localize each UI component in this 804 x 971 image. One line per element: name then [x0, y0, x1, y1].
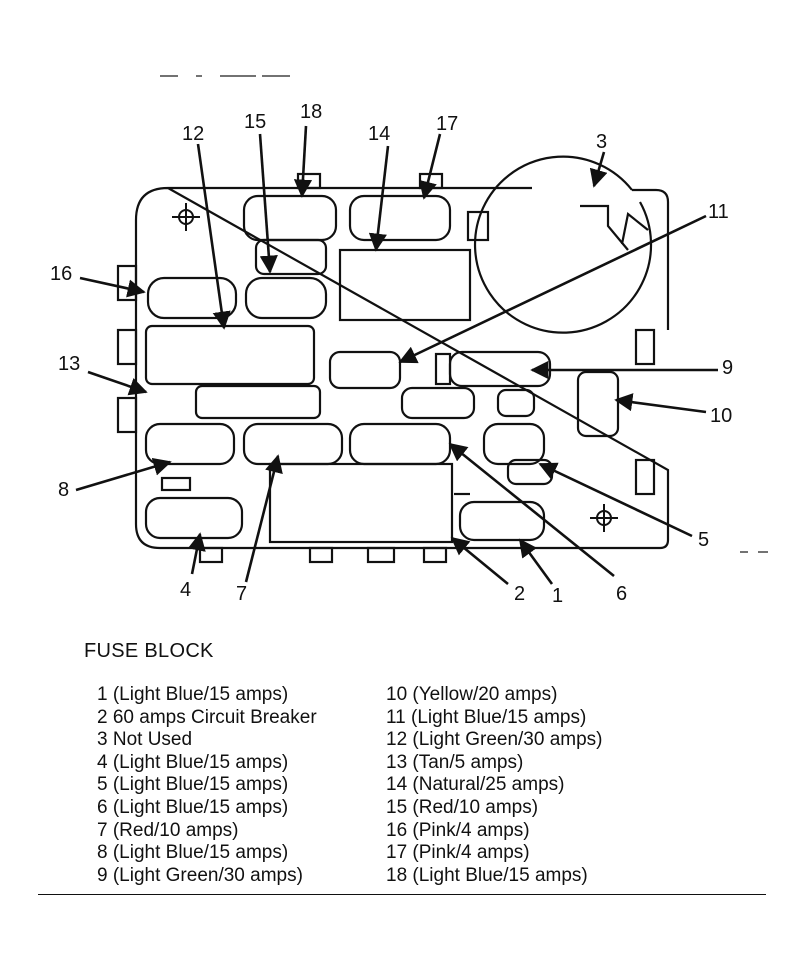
arrow-16	[79, 276, 146, 298]
arrow-2	[450, 536, 509, 586]
fuse-slots	[144, 194, 620, 544]
scan-marks	[160, 75, 768, 553]
legend-item: 15 (Red/10 amps)	[386, 796, 539, 818]
arrow-8	[75, 457, 172, 492]
callout-3: 3	[596, 131, 607, 153]
arrow-4	[187, 532, 206, 575]
legend-right-column: 10 (Yellow/20 amps) 11 (Light Blue/15 am…	[386, 684, 603, 887]
legend-item: 13 (Tan/5 amps)	[386, 751, 524, 773]
legend-item: 3 Not Used	[97, 729, 193, 751]
legend-item: 9 (Light Green/30 amps)	[97, 864, 303, 886]
callout-11: 11	[708, 201, 729, 223]
legend-item: 4 (Light Blue/15 amps)	[97, 751, 289, 773]
legend-item: 18 (Light Blue/15 amps)	[386, 864, 588, 886]
arrow-12	[196, 143, 231, 330]
arrow-7	[244, 454, 283, 583]
callout-7: 7	[236, 583, 247, 605]
legend-item: 8 (Light Blue/15 amps)	[97, 842, 289, 864]
callout-arrows	[75, 125, 718, 586]
arrow-5	[538, 462, 693, 538]
arrow-18	[293, 125, 313, 198]
callout-18: 18	[300, 101, 322, 123]
diagram-title: FUSE BLOCK	[84, 640, 214, 662]
callout-15: 15	[244, 111, 266, 133]
callout-10: 10	[710, 405, 732, 427]
callout-5: 5	[698, 529, 709, 551]
legend-item: 5 (Light Blue/15 amps)	[97, 774, 289, 796]
arrow-14	[368, 145, 390, 252]
fuse-block-diagram: 1 2 3 4 5 6 7 8 9 10 11 12 13 14 15 16 1…	[50, 75, 768, 607]
arrow-6	[448, 442, 615, 578]
callout-9: 9	[722, 357, 733, 379]
callout-1: 1	[552, 585, 563, 607]
mounting-hole-right	[590, 504, 618, 532]
legend-item: 6 (Light Blue/15 amps)	[97, 796, 289, 818]
bottom-divider	[38, 894, 766, 895]
legend-left-column: 1 (Light Blue/15 amps) 2 60 amps Circuit…	[97, 684, 317, 887]
callout-6: 6	[616, 583, 627, 605]
arrow-11	[398, 214, 707, 364]
legend-item: 12 (Light Green/30 amps)	[386, 729, 603, 751]
callout-17: 17	[436, 113, 458, 135]
legend-item: 1 (Light Blue/15 amps)	[97, 684, 289, 705]
callout-13: 13	[58, 353, 80, 375]
arrow-1	[518, 538, 554, 585]
arrow-17	[419, 133, 442, 200]
arrow-3	[589, 151, 608, 188]
legend-item: 2 60 amps Circuit Breaker	[97, 706, 317, 728]
fuse-block-housing	[116, 172, 670, 564]
callout-4: 4	[180, 579, 191, 601]
callout-12: 12	[182, 123, 204, 145]
legend-item: 7 (Red/10 amps)	[97, 819, 239, 841]
arrow-15	[258, 133, 278, 274]
callout-8: 8	[58, 479, 69, 501]
callout-14: 14	[368, 123, 390, 145]
legend-item: 16 (Pink/4 amps)	[386, 819, 530, 841]
callout-16: 16	[50, 263, 72, 285]
mounting-hole-left	[172, 203, 200, 231]
arrow-13	[87, 370, 148, 396]
legend-item: 11 (Light Blue/15 amps)	[386, 706, 587, 728]
legend-item: 10 (Yellow/20 amps)	[386, 684, 558, 705]
callout-2: 2	[514, 583, 525, 605]
arrow-10	[614, 393, 707, 414]
round-relay-socket	[466, 155, 653, 334]
callout-labels: 1 2 3 4 5 6 7 8 9 10 11 12 13 14 15 16 1…	[50, 101, 733, 607]
legend-item: 14 (Natural/25 amps)	[386, 774, 565, 796]
legend-item: 17 (Pink/4 amps)	[386, 842, 530, 864]
